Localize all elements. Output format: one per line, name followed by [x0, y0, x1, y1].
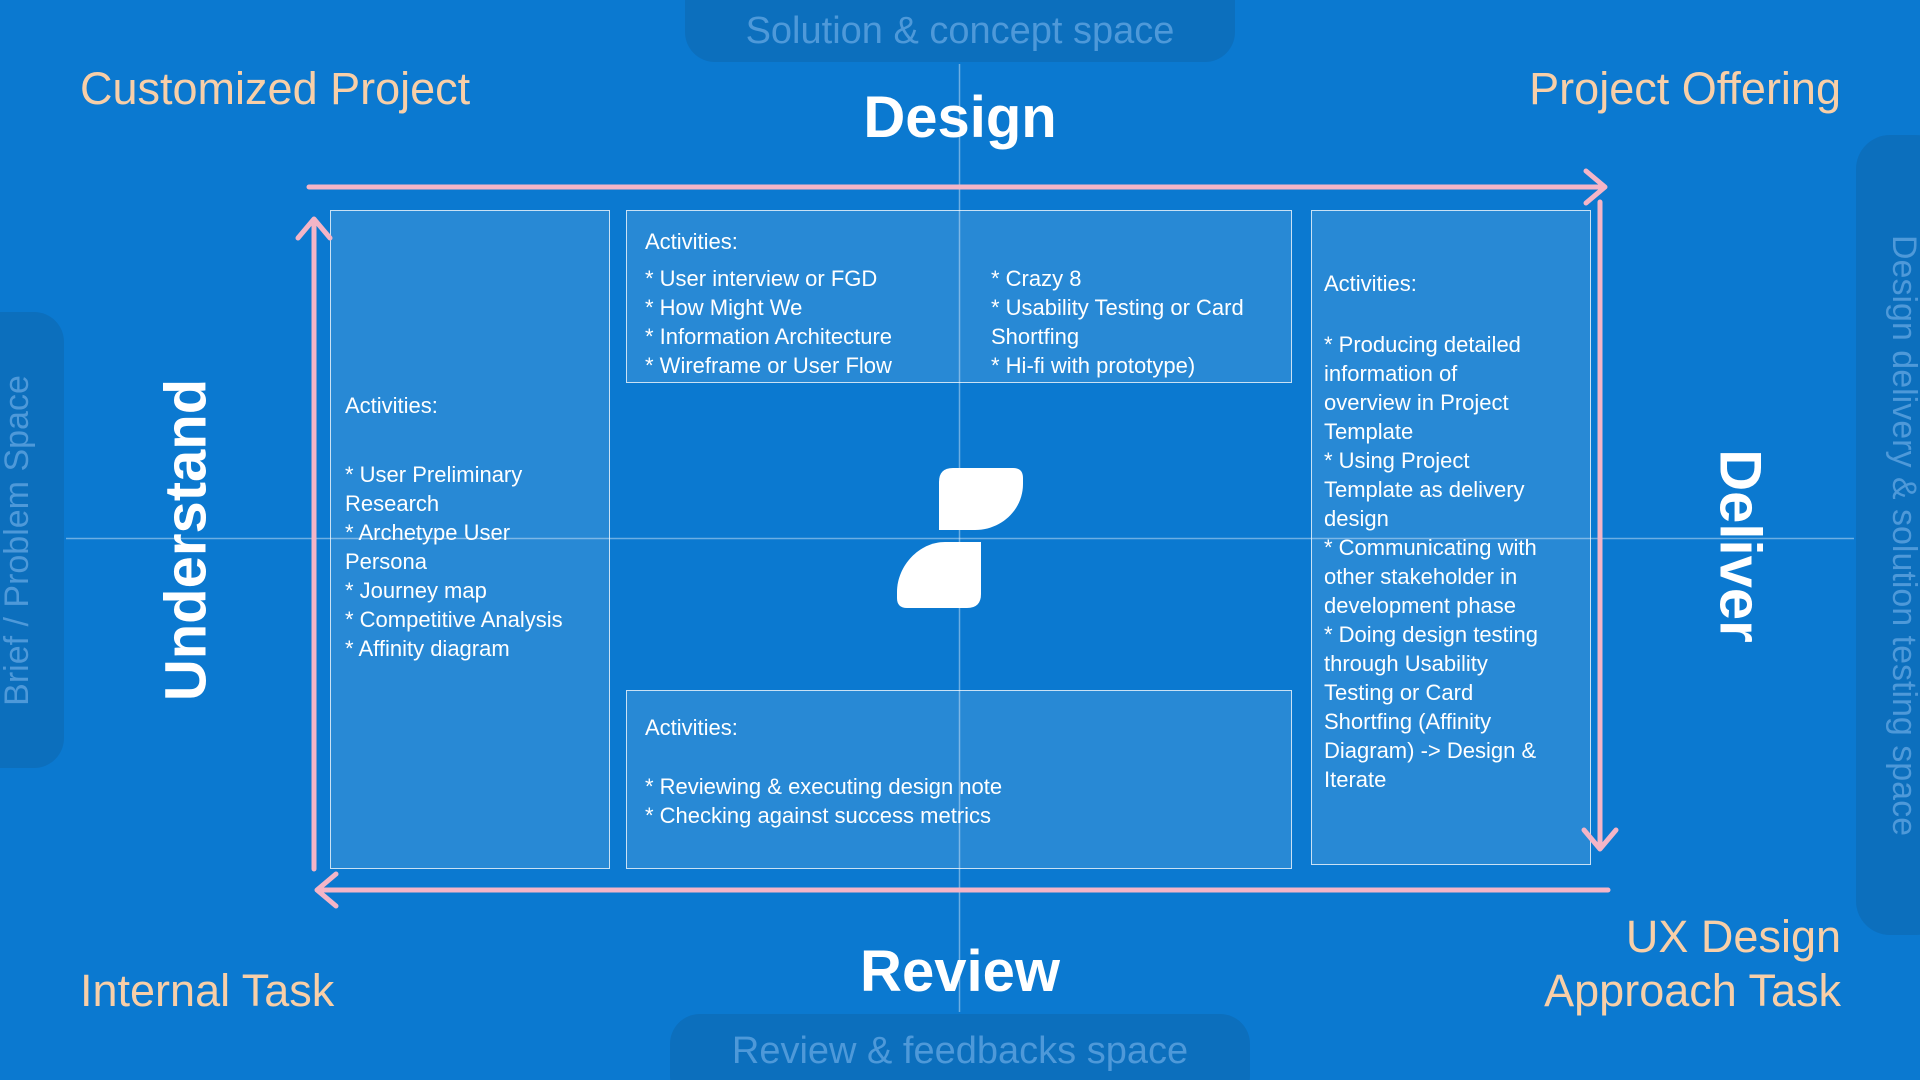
review-feedbacks-space-pill: Review & feedbacks space	[670, 1014, 1250, 1080]
corner-label-project-offering: Project Offering	[1529, 63, 1841, 114]
understand-axis-heading: Understand	[153, 378, 219, 702]
understand-activities-box: Activities: * User Preliminary Research …	[330, 210, 610, 869]
review-feedbacks-space-label: Review & feedbacks space	[731, 1030, 1189, 1072]
list-item: * Communicating with other stakeholder i…	[1324, 535, 1537, 618]
design-activities-col2: * Crazy 8 * Usability Testing or Card Sh…	[973, 264, 1277, 380]
list-item: * Checking against success metrics	[645, 803, 992, 828]
up-arrowhead-icon	[295, 216, 333, 241]
list-item: * Journey map	[345, 578, 487, 603]
design-activities-box: Activities: * User interview or FGD * Ho…	[626, 210, 1292, 383]
design-axis-heading: Design	[863, 85, 1057, 150]
brief-problem-space-pill: Brief / Problem Space	[0, 312, 64, 768]
corner-label-internal-task: Internal Task	[80, 965, 335, 1016]
logo-top-leaf	[939, 468, 1023, 530]
deliver-activities-box: Activities: * Producing detailed informa…	[1311, 210, 1591, 865]
list-item: * Archetype User Persona	[345, 520, 511, 574]
logo-bottom-leaf	[897, 542, 981, 608]
right-arrowhead-icon	[1583, 168, 1608, 206]
design-activities-col1: * User interview or FGD * How Might We *…	[645, 264, 973, 380]
review-activities-list: * Reviewing & executing design note * Ch…	[645, 772, 1277, 830]
list-item: * How Might We	[645, 295, 803, 320]
review-activities-title: Activities:	[645, 715, 738, 740]
design-activities-title: Activities:	[645, 229, 738, 254]
list-item: * Using Project Template as delivery des…	[1324, 448, 1525, 531]
center-logo	[897, 468, 1023, 608]
solution-concept-space-label: Solution & concept space	[745, 10, 1175, 52]
brief-problem-space-label: Brief / Problem Space	[0, 374, 36, 706]
review-axis-heading: Review	[860, 939, 1060, 1004]
list-item: * Hi-fi with prototype)	[991, 353, 1196, 378]
list-item: * Reviewing & executing design note	[645, 774, 1003, 799]
list-item: * Affinity diagram	[345, 636, 510, 661]
review-activities-box: Activities: * Reviewing & executing desi…	[626, 690, 1292, 869]
corner-label-customized-project: Customized Project	[80, 63, 471, 114]
corner-label-ux-design-approach-task: UX Design Approach Task	[1544, 911, 1841, 1016]
list-item: * Producing detailed information of over…	[1324, 332, 1521, 444]
list-item: * User interview or FGD	[645, 266, 878, 291]
deliver-axis-heading: Deliver	[1707, 449, 1773, 643]
list-item: * Information Architecture	[645, 324, 893, 349]
design-delivery-space-pill: Design delivery & solution testing space	[1856, 135, 1920, 935]
list-item: * Doing design testing through Usability…	[1324, 622, 1539, 792]
design-delivery-space-label: Design delivery & solution testing space	[1884, 234, 1920, 836]
list-item: * Wireframe or User Flow	[645, 353, 892, 378]
understand-activities-title: Activities:	[345, 393, 438, 418]
deliver-activities-list: * Producing detailed information of over…	[1324, 330, 1580, 794]
list-item: * Competitive Analysis	[345, 607, 563, 632]
design-activities-columns: * User interview or FGD * How Might We *…	[645, 264, 1277, 380]
understand-activities-list: * User Preliminary Research * Archetype …	[345, 460, 595, 663]
list-item: * User Preliminary Research	[345, 462, 523, 516]
list-item: * Usability Testing or Card Shortfing	[991, 295, 1244, 349]
list-item: * Crazy 8	[991, 266, 1082, 291]
left-arrowhead-icon	[314, 871, 339, 909]
solution-concept-space-pill: Solution & concept space	[685, 0, 1235, 62]
deliver-activities-title: Activities:	[1324, 271, 1417, 296]
